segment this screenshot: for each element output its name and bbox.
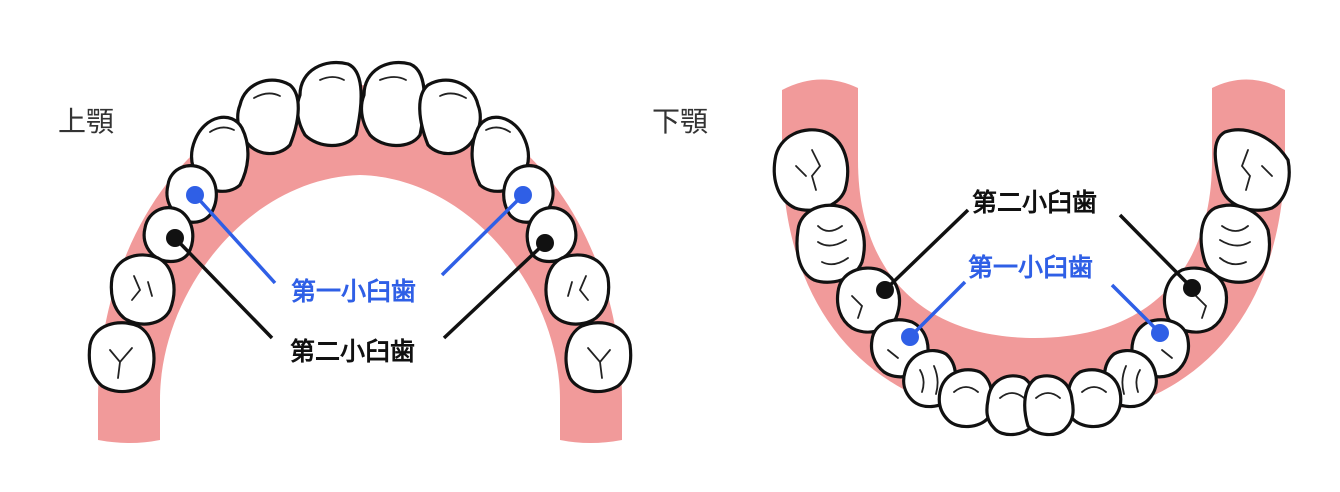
upper-second-premolar-dot-left	[166, 229, 184, 247]
upper-tooth	[418, 78, 482, 155]
lower-second-premolar-leader-right	[1118, 213, 1194, 290]
lower-second-premolar-dot-right	[1183, 279, 1201, 297]
upper-first-premolar-dot-right	[514, 186, 532, 204]
upper-first-premolar-leader-right	[440, 193, 525, 277]
upper-tooth	[87, 321, 156, 394]
lower-tooth	[1023, 374, 1075, 437]
upper-jaw-title: 上顎	[58, 105, 114, 138]
upper-tooth	[295, 61, 363, 148]
lower-tooth	[772, 128, 850, 212]
lower-tooth-second-premolar-right	[1162, 266, 1229, 334]
lower-first-premolar-dot-right	[1151, 324, 1169, 342]
upper-teeth	[87, 61, 633, 394]
lower-first-premolar-leader-left	[908, 280, 967, 339]
upper-tooth	[359, 61, 426, 148]
lower-second-premolar-label: 第二小臼歯	[972, 188, 1097, 217]
upper-jaw: 上顎	[58, 61, 633, 443]
upper-gum	[98, 85, 622, 443]
lower-tooth	[1199, 203, 1272, 284]
lower-second-premolar-leader-left	[883, 208, 970, 292]
lower-first-premolar-label: 第一小臼歯	[968, 253, 1093, 282]
lower-tooth	[795, 203, 866, 284]
lower-teeth	[772, 128, 1291, 437]
upper-tooth	[564, 321, 633, 394]
upper-first-premolar-leader-left	[193, 193, 277, 285]
lower-first-premolar-dot-left	[901, 328, 919, 346]
lower-jaw-title: 下顎	[652, 105, 708, 138]
upper-first-premolar-label: 第一小臼歯	[291, 277, 416, 306]
upper-tooth	[109, 253, 176, 326]
upper-tooth	[544, 253, 611, 326]
lower-first-premolar-leader-right	[1110, 283, 1162, 335]
upper-second-premolar-leader-right	[442, 241, 547, 340]
lower-second-premolar-dot-left	[876, 281, 894, 299]
upper-first-premolar-dot-left	[186, 186, 204, 204]
upper-second-premolar-leader-left	[173, 236, 274, 340]
lower-tooth	[937, 368, 994, 429]
lower-tooth	[1213, 128, 1291, 212]
upper-second-premolar-label: 第二小臼歯	[290, 337, 415, 366]
upper-second-premolar-dot-right	[536, 234, 554, 252]
lower-jaw: 下顎	[652, 79, 1291, 437]
lower-tooth	[1066, 368, 1123, 429]
